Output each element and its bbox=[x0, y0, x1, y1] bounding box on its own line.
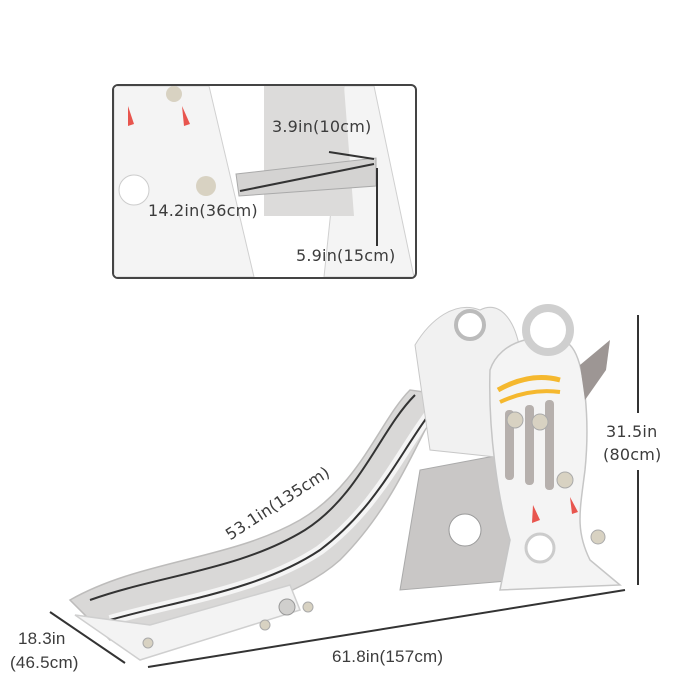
overall-length-label: 61.8in(157cm) bbox=[332, 647, 444, 666]
step-depth-label: 3.9in(10cm) bbox=[272, 117, 372, 136]
length-dimension-line bbox=[147, 589, 626, 668]
height-label-in: 31.5in bbox=[606, 422, 658, 441]
width-label-cm: (46.5cm) bbox=[10, 653, 79, 672]
height-label-cm: (80cm) bbox=[603, 445, 662, 464]
step-height-label: 5.9in(15cm) bbox=[296, 246, 396, 265]
width-label-in: 18.3in bbox=[18, 629, 66, 648]
width-dimension-line bbox=[49, 611, 126, 664]
step-width-label: 14.2in(36cm) bbox=[148, 201, 258, 220]
ladder-detail-inset: 3.9in(10cm) 14.2in(36cm) 5.9in(15cm) bbox=[112, 84, 417, 279]
ladder-detail-illustration bbox=[114, 86, 415, 277]
